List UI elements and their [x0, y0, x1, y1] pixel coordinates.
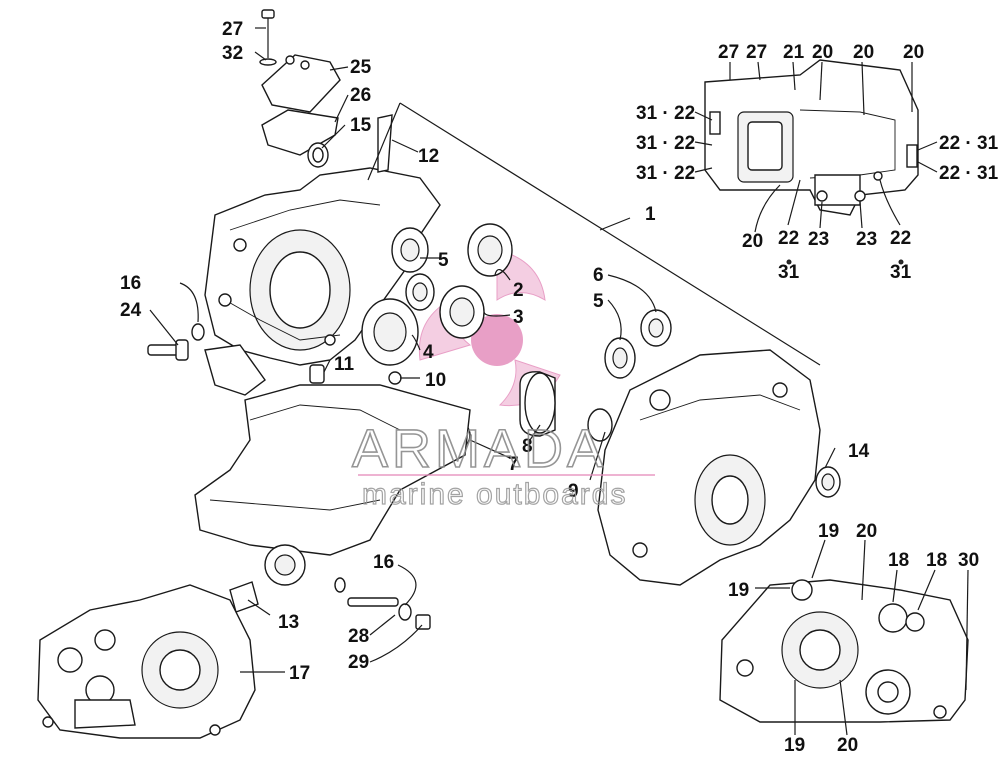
right-crankcase-half [597, 349, 821, 586]
callout-21: 21 [783, 42, 805, 63]
callout-6: 6 [593, 265, 604, 286]
callout-20: 20 [856, 521, 877, 542]
callout-10: 10 [425, 370, 446, 391]
callout-1: 1 [645, 204, 656, 225]
callout-31: 31 [890, 262, 912, 283]
fastener-group [147, 323, 431, 630]
leader-lines [149, 27, 969, 736]
callout-3: 3 [513, 307, 524, 328]
callout-31-22: 31 · 22 [636, 103, 695, 124]
callout-16: 16 [373, 552, 394, 573]
callout-5: 5 [438, 250, 449, 271]
callout-27: 27 [746, 42, 767, 63]
callout-19: 19 [818, 521, 839, 542]
callout-5: 5 [593, 291, 604, 312]
callout-28: 28 [348, 626, 369, 647]
callout-22: 22 [890, 228, 911, 249]
callout-2: 2 [513, 280, 524, 301]
callout-32: 32 [222, 43, 243, 64]
callout-23: 23 [856, 229, 877, 250]
callout-20: 20 [742, 231, 763, 252]
bearings-group [361, 223, 841, 498]
callout-31: 31 [778, 262, 800, 283]
callout-8: 8 [522, 436, 533, 457]
callout-13: 13 [278, 612, 299, 633]
callout-12: 12 [418, 146, 439, 167]
callout-25: 25 [350, 57, 372, 78]
callout-4: 4 [423, 342, 434, 363]
callout-labels: 1 2 3 4 5 5 6 7 8 9 10 11 12 13 14 15 16… [120, 19, 999, 756]
callout-24: 24 [120, 300, 142, 321]
left-crankcase-half [204, 167, 441, 396]
callout-27: 27 [222, 19, 243, 40]
callout-16: 16 [120, 273, 141, 294]
callout-22: 22 [778, 228, 799, 249]
inset-top-right-view [704, 59, 919, 216]
callout-23: 23 [808, 229, 829, 250]
callout-30: 30 [958, 550, 979, 571]
inset-left-engine-view [37, 584, 256, 739]
callout-17: 17 [289, 663, 310, 684]
callout-20: 20 [903, 42, 924, 63]
callout-29: 29 [348, 652, 369, 673]
callout-22-31: 22 · 31 [939, 133, 999, 154]
watermark-tagline: marine outboards [362, 478, 627, 511]
callout-19: 19 [784, 735, 805, 756]
armada-watermark: ARMADA marine outboards [351, 418, 655, 512]
callout-20: 20 [812, 42, 833, 63]
callout-9: 9 [568, 481, 579, 502]
callout-7: 7 [508, 454, 519, 475]
callout-11: 11 [334, 354, 355, 375]
lower-crankcase [194, 384, 471, 613]
callout-20: 20 [837, 735, 858, 756]
callout-31-22: 31 · 22 [636, 133, 695, 154]
callout-22-31: 22 · 31 [939, 163, 999, 184]
watermark-brand: ARMADA [352, 419, 607, 479]
callout-14: 14 [848, 441, 870, 462]
callout-18: 18 [888, 550, 909, 571]
callout-19: 19 [728, 580, 749, 601]
callout-31-22: 31 · 22 [636, 163, 695, 184]
callout-18: 18 [926, 550, 947, 571]
inset-right-engine-view [719, 579, 969, 723]
top-cover-assembly [259, 9, 393, 173]
callout-27: 27 [718, 42, 739, 63]
callout-26: 26 [350, 85, 371, 106]
callout-15: 15 [350, 115, 372, 136]
callout-20: 20 [853, 42, 874, 63]
